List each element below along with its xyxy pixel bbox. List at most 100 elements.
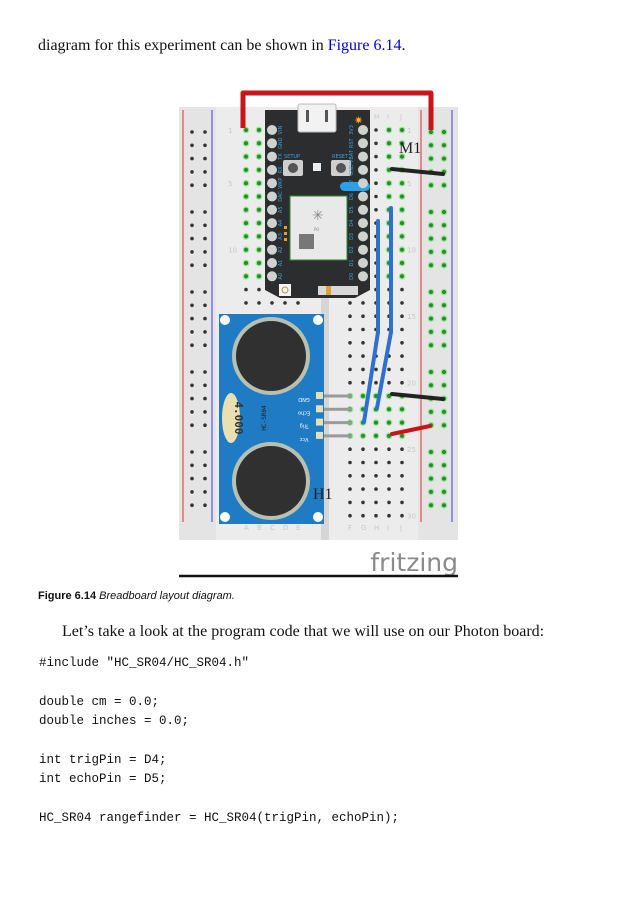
antenna-connector — [279, 284, 291, 296]
photon-pin-label: D5 — [349, 206, 355, 213]
breadboard-hole — [348, 474, 352, 478]
breadboard-hole — [374, 168, 378, 172]
breadboard-hole — [374, 141, 378, 146]
led-pad — [284, 226, 287, 229]
breadboard-hole — [203, 490, 207, 494]
breadboard-hole — [361, 380, 365, 385]
breadboard-hole — [203, 396, 207, 401]
breadboard-hole — [203, 503, 207, 508]
breadboard-hole — [257, 261, 261, 265]
breadboard-hole — [429, 130, 433, 134]
breadboard-hole — [387, 367, 391, 372]
breadboard-hole — [190, 303, 194, 308]
breadboard-hole — [348, 380, 352, 385]
code-line: double cm = 0.0; — [39, 694, 160, 709]
breadboard-hole — [283, 301, 287, 305]
breadboard-hole — [257, 234, 261, 239]
photon-pin — [267, 271, 277, 282]
breadboard-hole — [244, 221, 248, 226]
power-led-icon: ✷ — [354, 114, 363, 127]
breadboard-hole — [442, 263, 446, 268]
breadboard-hole — [361, 487, 365, 491]
breadboard-hole — [374, 474, 378, 478]
breadboard-hole — [442, 463, 446, 468]
sensor-name-label: HC-SR04 — [261, 405, 268, 431]
breadboard-hole — [257, 128, 261, 132]
wire-black-gnd-sensor — [390, 392, 445, 401]
breadboard-hole — [429, 409, 433, 414]
photon-pin — [267, 244, 277, 255]
breadboard-hole — [429, 343, 433, 348]
breadboard-hole — [348, 447, 352, 452]
breadboard-hole — [257, 141, 261, 146]
photon-pin — [267, 204, 277, 215]
breadboard-hole — [190, 223, 194, 228]
breadboard-hole — [244, 141, 248, 146]
breadboard-hole — [348, 341, 352, 345]
breadboard-hole — [203, 343, 207, 348]
photon-pin — [267, 164, 277, 175]
row-number: 5 — [407, 180, 411, 188]
photon-pin — [358, 231, 368, 242]
breadboard-hole — [400, 141, 404, 146]
breadboard-hole — [429, 303, 433, 308]
breadboard-hole — [429, 210, 433, 214]
breadboard-hole — [400, 287, 404, 292]
breadboard-hole — [429, 156, 433, 161]
breadboard-hole — [400, 367, 404, 372]
breadboard-hole — [257, 207, 261, 212]
mount-hole — [220, 512, 230, 522]
breadboard-hole — [361, 354, 365, 358]
breadboard-hole — [442, 343, 446, 348]
usb-pin — [306, 110, 309, 122]
breadboard-hole — [244, 247, 248, 252]
photon-pin-label: D3 — [349, 233, 355, 240]
transducer-top — [236, 321, 306, 391]
breadboard-hole — [190, 370, 194, 374]
wire-blue-d5-lower — [362, 330, 380, 424]
sensor-pin-pad — [316, 405, 323, 413]
breadboard-hole — [400, 433, 404, 438]
breadboard-hole — [374, 194, 378, 199]
breadboard-hole — [387, 474, 391, 478]
row-number: 5 — [228, 180, 232, 188]
breadboard-hole — [374, 433, 378, 438]
breadboard-hole — [203, 290, 207, 294]
breadboard-hole — [203, 330, 207, 334]
breadboard-hole — [361, 460, 365, 465]
breadboard-hole — [244, 207, 248, 212]
breadboard-hole — [429, 183, 433, 188]
reset-label: RESET — [332, 154, 349, 160]
usb-connector — [297, 103, 337, 133]
breadboard-hole — [387, 128, 391, 132]
breadboard-hole — [190, 156, 194, 161]
led-pad — [284, 238, 287, 241]
column-letter: J — [399, 113, 402, 121]
column-letter: E — [296, 524, 300, 532]
breadboard-hole — [203, 410, 207, 414]
photon-pin-label: A2 — [278, 246, 284, 253]
photon-pin-label: RST — [349, 138, 355, 149]
column-letter: I — [387, 524, 389, 532]
breadboard-hole — [429, 223, 433, 228]
figure-caption: Figure 6.14 Breadboard layout diagram. — [38, 590, 235, 602]
photon-pin — [267, 191, 277, 202]
photon-pin-label: RX — [278, 166, 284, 173]
code-line: #include "HC_SR04/HC_SR04.h" — [39, 656, 250, 670]
figure-link[interactable]: Figure 6.14 — [327, 37, 402, 54]
breadboard-hole — [429, 236, 433, 241]
breadboard-hole — [442, 210, 446, 214]
breadboard-hole — [244, 128, 248, 132]
breadboard-hole — [257, 181, 261, 186]
sensor-pin-label: Trig — [300, 423, 310, 429]
wire-red-vcc-sensor — [390, 424, 432, 436]
photon-pin — [358, 178, 368, 189]
photon-pin-label: D6 — [349, 193, 355, 200]
breadboard-hole — [203, 423, 207, 428]
breadboard-hole — [361, 341, 365, 345]
breadboard-hole — [442, 130, 446, 134]
sensor-pin-label: Vcc — [299, 436, 308, 442]
wire-black-gnd-top — [390, 167, 445, 176]
sensor-pin-pad — [316, 431, 323, 439]
